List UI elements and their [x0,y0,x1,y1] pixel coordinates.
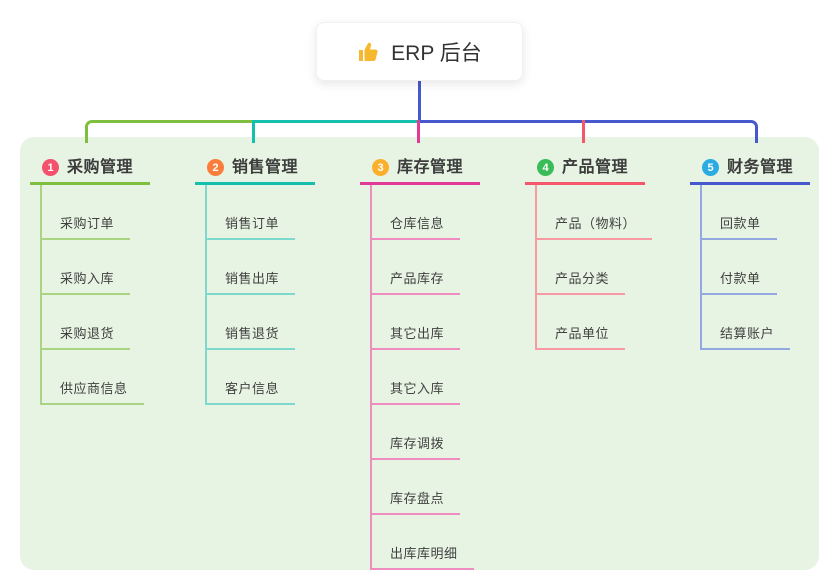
branch-children: 仓库信息产品库存其它出库其它入库库存调拨库存盘点出库库明细 [370,185,480,570]
child-node[interactable]: 产品单位 [537,295,626,350]
root-node[interactable]: ERP 后台 [316,22,523,81]
child-label: 回款单 [720,216,761,231]
child-node[interactable]: 产品分类 [537,240,626,295]
child-label: 库存调拨 [390,436,445,451]
child-label: 销售出库 [225,271,280,286]
child-node[interactable]: 客户信息 [207,350,296,405]
thumbs-up-icon [357,40,381,64]
child-node[interactable]: 结算账户 [702,295,791,350]
connector-root-stem [418,81,421,121]
child-node[interactable]: 销售订单 [207,185,296,240]
branch-number-badge: 3 [372,159,389,176]
child-node[interactable]: 销售出库 [207,240,296,295]
connector-drop-inventory [417,120,420,143]
branch-children: 采购订单采购入库采购退货供应商信息 [40,185,150,405]
child-node[interactable]: 产品库存 [372,240,461,295]
branch-children: 销售订单销售出库销售退货客户信息 [205,185,315,405]
branch-label: 销售管理 [232,159,299,176]
child-node[interactable]: 其它出库 [372,295,461,350]
child-label: 其它入库 [390,381,445,396]
connector-bus-right [418,120,758,143]
child-node[interactable]: 付款单 [702,240,777,295]
branch-label: 库存管理 [397,159,464,176]
child-node[interactable]: 供应商信息 [42,350,144,405]
child-node[interactable]: 采购订单 [42,185,131,240]
child-label: 产品分类 [555,271,610,286]
connector-drop-sales [252,120,255,143]
child-label: 仓库信息 [390,216,445,231]
child-node[interactable]: 其它入库 [372,350,461,405]
branches-panel [20,137,819,570]
child-label: 产品（物料） [555,216,637,231]
child-label: 供应商信息 [60,381,128,396]
child-node[interactable]: 采购退货 [42,295,131,350]
branch-product: 4 产品管理 产品（物料） 产品分类产品单位 [525,143,653,350]
child-label: 销售订单 [225,216,280,231]
connector-drop-product [582,120,585,143]
child-node[interactable]: 回款单 [702,185,777,240]
branch-children: 产品（物料） 产品分类产品单位 [535,185,653,350]
child-label: 付款单 [720,271,761,286]
child-node[interactable]: 采购入库 [42,240,131,295]
connector-bus-mid [253,120,418,123]
child-node[interactable]: 产品（物料） [537,185,653,240]
branch-label: 财务管理 [727,159,794,176]
child-label: 产品库存 [390,271,445,286]
branch-title[interactable]: 5 财务管理 [690,143,810,185]
branch-number-badge: 5 [702,159,719,176]
branch-title[interactable]: 4 产品管理 [525,143,645,185]
child-label: 销售退货 [225,326,280,341]
child-node[interactable]: 出库库明细 [372,515,474,570]
branch-inventory: 3 库存管理 仓库信息产品库存其它出库其它入库库存调拨库存盘点出库库明细 [360,143,480,570]
child-label: 客户信息 [225,381,280,396]
child-node[interactable]: 仓库信息 [372,185,461,240]
branch-number-badge: 1 [42,159,59,176]
branch-title[interactable]: 1 采购管理 [30,143,150,185]
child-label: 采购退货 [60,326,115,341]
root-title: ERP 后台 [391,41,482,65]
child-node[interactable]: 销售退货 [207,295,296,350]
branch-label: 产品管理 [562,159,629,176]
branch-purchase: 1 采购管理 采购订单采购入库采购退货供应商信息 [30,143,150,405]
branch-title[interactable]: 3 库存管理 [360,143,480,185]
child-label: 其它出库 [390,326,445,341]
branch-number-badge: 4 [537,159,554,176]
branch-sales: 2 销售管理 销售订单销售出库销售退货客户信息 [195,143,315,405]
child-label: 结算账户 [720,326,775,341]
child-label: 采购订单 [60,216,115,231]
child-label: 采购入库 [60,271,115,286]
child-node[interactable]: 库存调拨 [372,405,461,460]
branch-number-badge: 2 [207,159,224,176]
branch-title[interactable]: 2 销售管理 [195,143,315,185]
branch-children: 回款单付款单结算账户 [700,185,810,350]
branch-finance: 5 财务管理 回款单付款单结算账户 [690,143,810,350]
child-label: 库存盘点 [390,491,445,506]
child-label: 产品单位 [555,326,610,341]
connector-bus-left [85,120,253,143]
branch-label: 采购管理 [67,159,134,176]
child-node[interactable]: 库存盘点 [372,460,461,515]
child-label: 出库库明细 [390,546,458,561]
